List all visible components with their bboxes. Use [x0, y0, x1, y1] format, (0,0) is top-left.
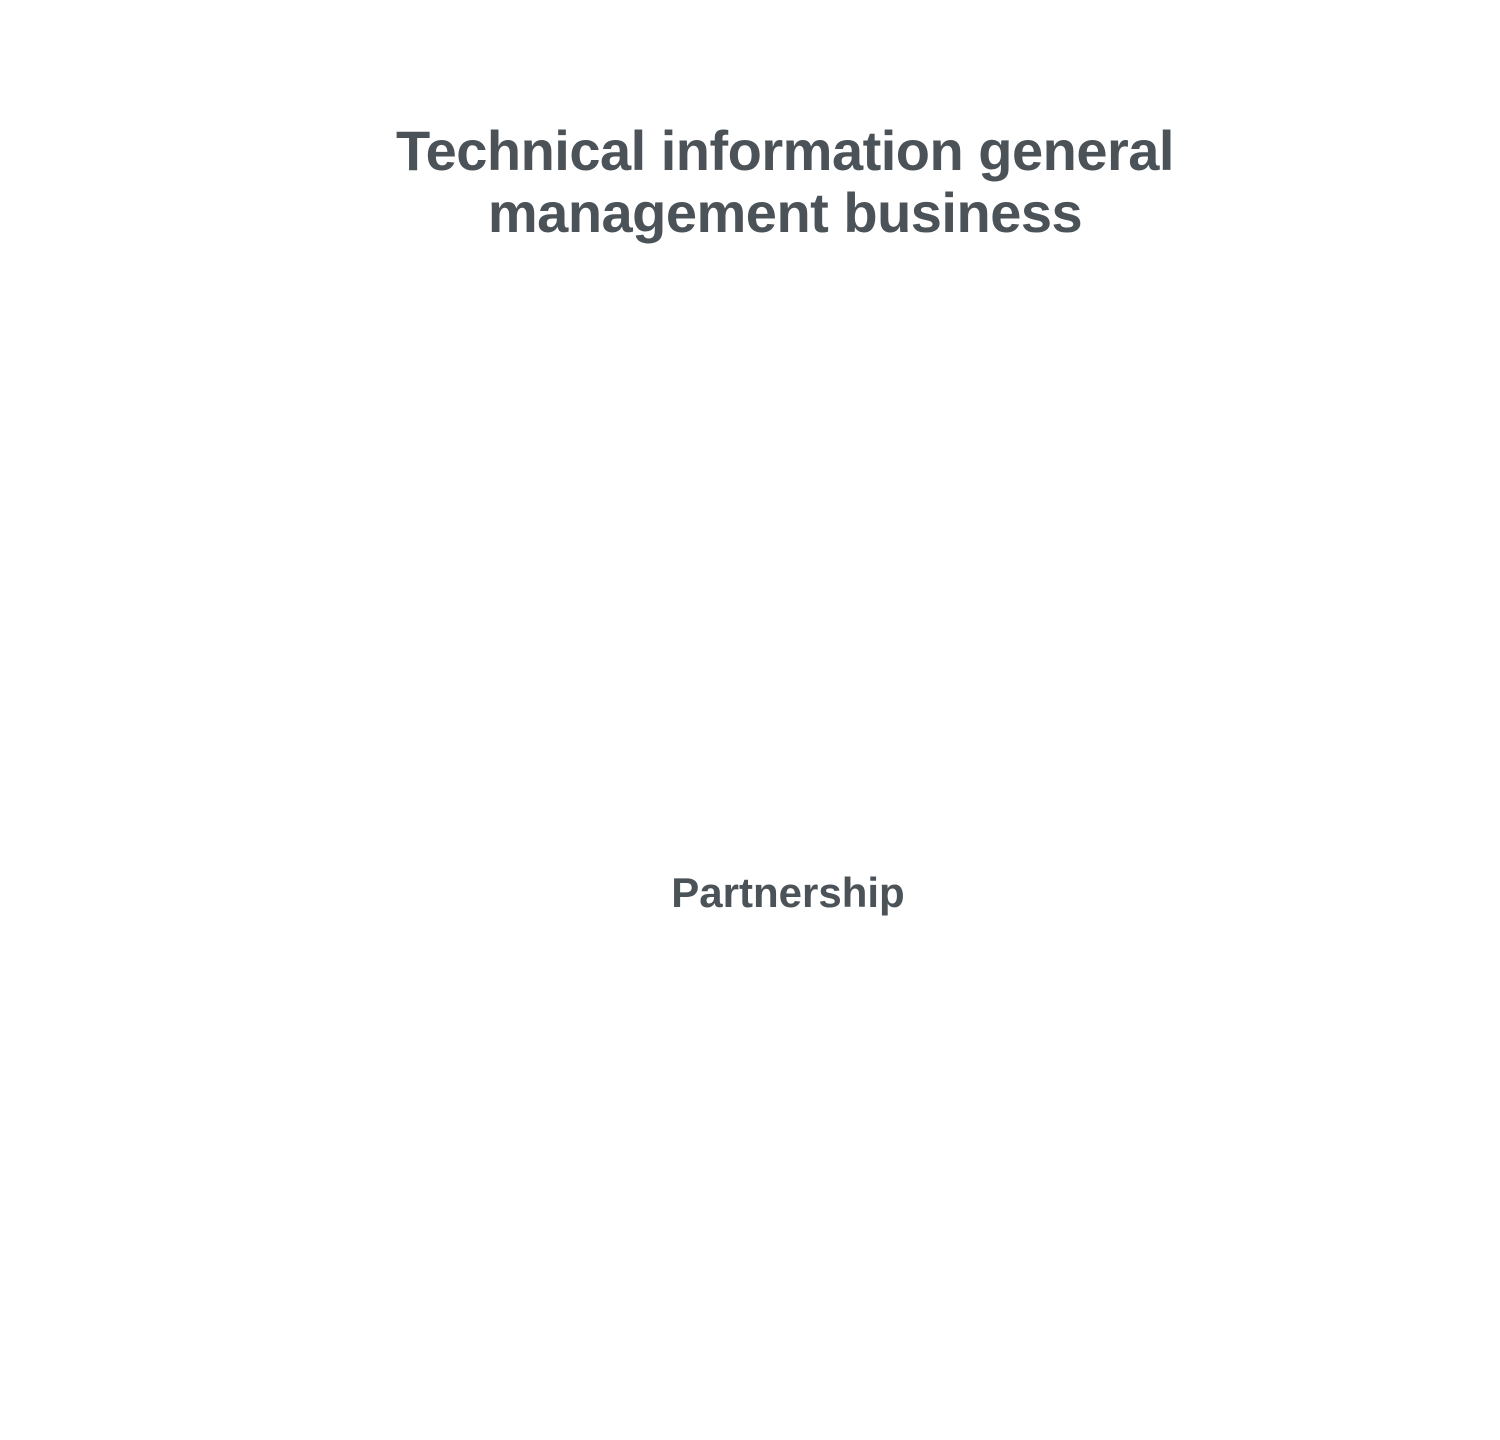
page-title-line-1: Technical information general	[396, 118, 1174, 182]
page-title: Technical information general management…	[0, 118, 1500, 244]
section-heading-partnership: Partnership	[671, 868, 905, 916]
page-title-line-2: management business	[487, 180, 1083, 244]
